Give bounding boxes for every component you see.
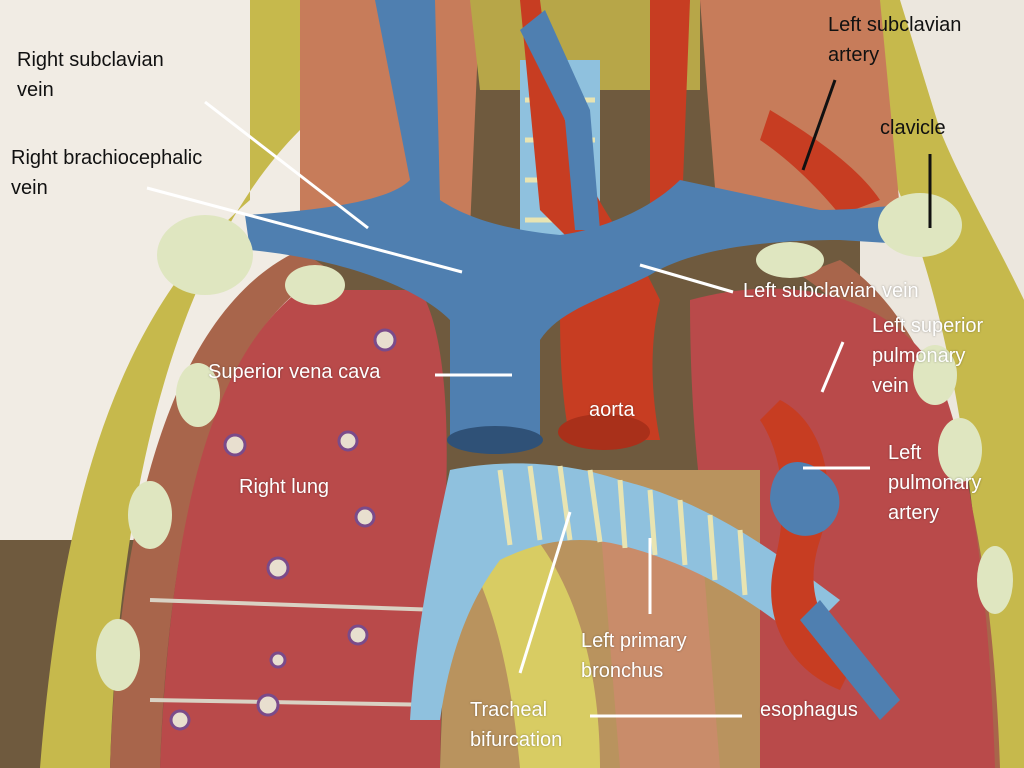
label-tracheal-bifurcation: Tracheal bifurcation bbox=[470, 699, 563, 751]
label-right-lung: Right lung bbox=[239, 476, 330, 498]
label-superior-vena-cava: Superior vena cava bbox=[208, 361, 381, 383]
label-left-superior-pulmonary-vein: Left superior pulmonary vein bbox=[872, 315, 984, 397]
leader-left-subclavian-artery bbox=[801, 79, 837, 171]
leader-left-superior-pulmonary-vein bbox=[820, 341, 845, 393]
leader-right-brachiocephalic-vein bbox=[146, 186, 463, 274]
label-clavicle: clavicle bbox=[880, 117, 946, 139]
label-right-brachiocephalic-vein: Right brachiocephalic vein bbox=[11, 147, 203, 199]
leader-right-subclavian-vein bbox=[204, 100, 369, 230]
label-right-subclavian-vein: Right subclavian vein bbox=[17, 49, 164, 101]
label-aorta: aorta bbox=[589, 399, 635, 421]
label-esophagus: esophagus bbox=[760, 699, 858, 721]
label-left-pulmonary-artery: Left pulmonary artery bbox=[888, 442, 982, 524]
label-left-subclavian-vein: Left subclavian vein bbox=[743, 280, 919, 302]
label-left-primary-bronchus: Left primary bronchus bbox=[581, 630, 687, 682]
leader-tracheal-bifurcation bbox=[518, 511, 572, 674]
leader-left-subclavian-vein bbox=[639, 263, 734, 294]
label-left-subclavian-artery: Left subclavian artery bbox=[828, 14, 962, 66]
